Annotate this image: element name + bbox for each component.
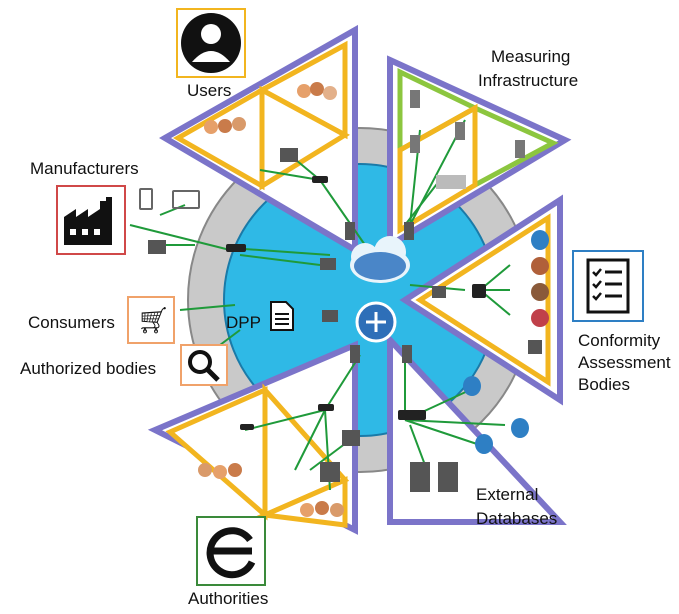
- measuring-label-line2: Infrastructure: [478, 71, 579, 90]
- desktop-icon: [148, 240, 166, 254]
- user-icon: [181, 13, 241, 73]
- external-triangle: [387, 332, 567, 525]
- phone-icon: [139, 188, 153, 210]
- authorized-bodies-label: Authorized bodies: [20, 359, 157, 378]
- conformity-label-line2: Assessment: [578, 353, 671, 372]
- measuring-label-line1: Measuring: [491, 47, 571, 66]
- people-icons: [198, 82, 549, 517]
- consumers-box: 🛒︎: [127, 296, 175, 344]
- dpp-label: DPP: [226, 313, 261, 332]
- conformity-label-line1: Conformity: [578, 331, 661, 350]
- scale-icons: [410, 90, 525, 189]
- cloud-icon: [350, 236, 410, 283]
- conformity-box: [572, 250, 644, 322]
- authorized-bodies-box: [180, 344, 228, 386]
- magnifier-icon: [188, 350, 220, 382]
- factory-icon: [64, 197, 112, 245]
- external-label-line2: Databases: [476, 509, 558, 528]
- hub-icon: [355, 301, 397, 343]
- router-icons: [226, 176, 486, 430]
- conformity-sub: [415, 213, 551, 387]
- authorities-box: [196, 516, 266, 586]
- database-icons: [463, 230, 549, 454]
- conformity-label-line3: Bodies: [578, 375, 630, 394]
- authorities-sub-1: [165, 386, 268, 521]
- manufacturers-label: Manufacturers: [30, 159, 139, 178]
- users-label: Users: [187, 81, 232, 100]
- document-icon: [270, 301, 294, 331]
- measuring-sub-3: [397, 103, 478, 235]
- external-label-line1: External: [476, 485, 539, 504]
- device-icons: [280, 148, 542, 492]
- cart-icon: 🛒︎: [137, 306, 171, 336]
- eu-logo-icon: [206, 527, 256, 579]
- connection-lines: [129, 119, 511, 491]
- consumers-label: Consumers: [28, 313, 115, 332]
- laptop-icon: [172, 190, 200, 209]
- authorities-label: Authorities: [188, 589, 269, 608]
- manufacturers-box: [56, 185, 126, 255]
- checklist-icon: [586, 258, 630, 314]
- users-box: [176, 8, 246, 78]
